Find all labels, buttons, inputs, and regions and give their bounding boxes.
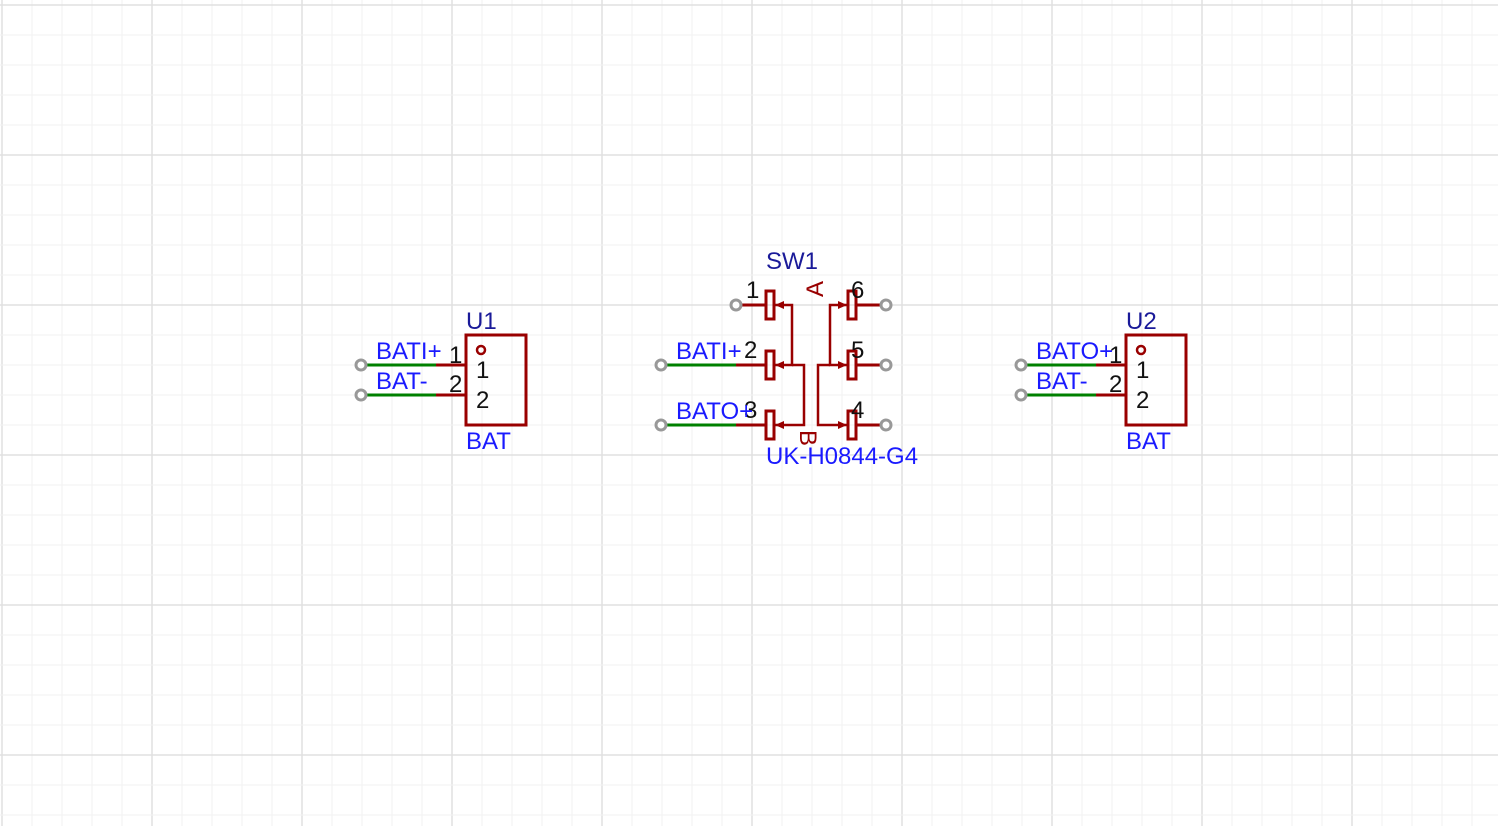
u1-pin2-name: 2	[476, 387, 489, 414]
sw1-designator: SW1	[766, 248, 818, 275]
wire-endpoint[interactable]	[654, 418, 668, 432]
sw1-section-a: A	[802, 281, 829, 297]
component-u1[interactable]: U1 1 2 1 2 BAT	[436, 308, 528, 455]
net-label-bati-plus[interactable]: BATI+	[676, 338, 742, 365]
u1-body[interactable]	[464, 333, 528, 427]
net-label-bat-minus[interactable]: BAT-	[1036, 368, 1088, 395]
sw1-linkage-b-left	[774, 363, 806, 427]
sw1-arrow-6	[838, 301, 847, 309]
sw1-linkage-b-right	[816, 363, 848, 427]
sw1-pin5-number: 5	[851, 337, 864, 364]
component-sw1[interactable]: SW1 A B 1 2 3 4 5 6	[736, 248, 918, 470]
sw1-arrow-3	[775, 421, 784, 429]
u2-pin1-number: 1	[1109, 342, 1122, 369]
net-label-bati-plus[interactable]: BATI+	[376, 338, 442, 365]
wire-endpoint[interactable]	[354, 358, 368, 372]
u1-wires[interactable]: BATI+ BAT-	[354, 338, 442, 402]
sw1-arrow-1	[775, 301, 784, 309]
u2-pin2-number: 2	[1109, 371, 1122, 398]
sw1-pin4-number: 4	[851, 397, 864, 424]
u2-pin1-name: 1	[1136, 357, 1149, 384]
sw1-value: UK-H0844-G4	[766, 443, 918, 470]
u1-designator: U1	[466, 308, 497, 335]
u1-value: BAT	[466, 428, 511, 455]
u2-value: BAT	[1126, 428, 1171, 455]
u2-body[interactable]	[1124, 333, 1188, 427]
wire-endpoint[interactable]	[654, 358, 668, 372]
sw1-pin1-number: 1	[746, 277, 759, 304]
net-label-bat-minus[interactable]: BAT-	[376, 368, 428, 395]
sw1-pin1-endpoint[interactable]	[729, 298, 743, 312]
sw1-pin2-number: 2	[744, 337, 757, 364]
sw1-pin3-number: 3	[744, 397, 757, 424]
wire-endpoint[interactable]	[1014, 388, 1028, 402]
u1-pin1-number: 1	[449, 342, 462, 369]
u1-pin1-name: 1	[476, 357, 489, 384]
u1-pin2-number: 2	[449, 371, 462, 398]
u2-wires[interactable]: BATO+ BAT-	[1014, 338, 1113, 402]
u2-pin2-name: 2	[1136, 387, 1149, 414]
component-u2[interactable]: U2 1 2 1 2 BAT	[1096, 308, 1188, 455]
wire-endpoint[interactable]	[354, 388, 368, 402]
net-label-bato-plus[interactable]: BATO+	[676, 398, 753, 425]
sw1-arrow-2	[775, 361, 784, 369]
sw1-pin6-number: 6	[851, 277, 864, 304]
sw1-wires[interactable]: BATI+ BATO+	[654, 298, 753, 432]
sw1-arrow-5	[838, 361, 847, 369]
u2-pin1-marker	[1135, 344, 1147, 356]
u1-pin1-marker	[475, 344, 487, 356]
net-label-bato-plus[interactable]: BATO+	[1036, 338, 1113, 365]
sw1-arrow-4	[838, 421, 847, 429]
sw1-pin5-endpoint[interactable]	[879, 358, 893, 372]
sw1-pin4-endpoint[interactable]	[879, 418, 893, 432]
sw1-pin6-endpoint[interactable]	[879, 298, 893, 312]
u2-designator: U2	[1126, 308, 1157, 335]
sw1-section-b: B	[794, 430, 821, 446]
wire-endpoint[interactable]	[1014, 358, 1028, 372]
